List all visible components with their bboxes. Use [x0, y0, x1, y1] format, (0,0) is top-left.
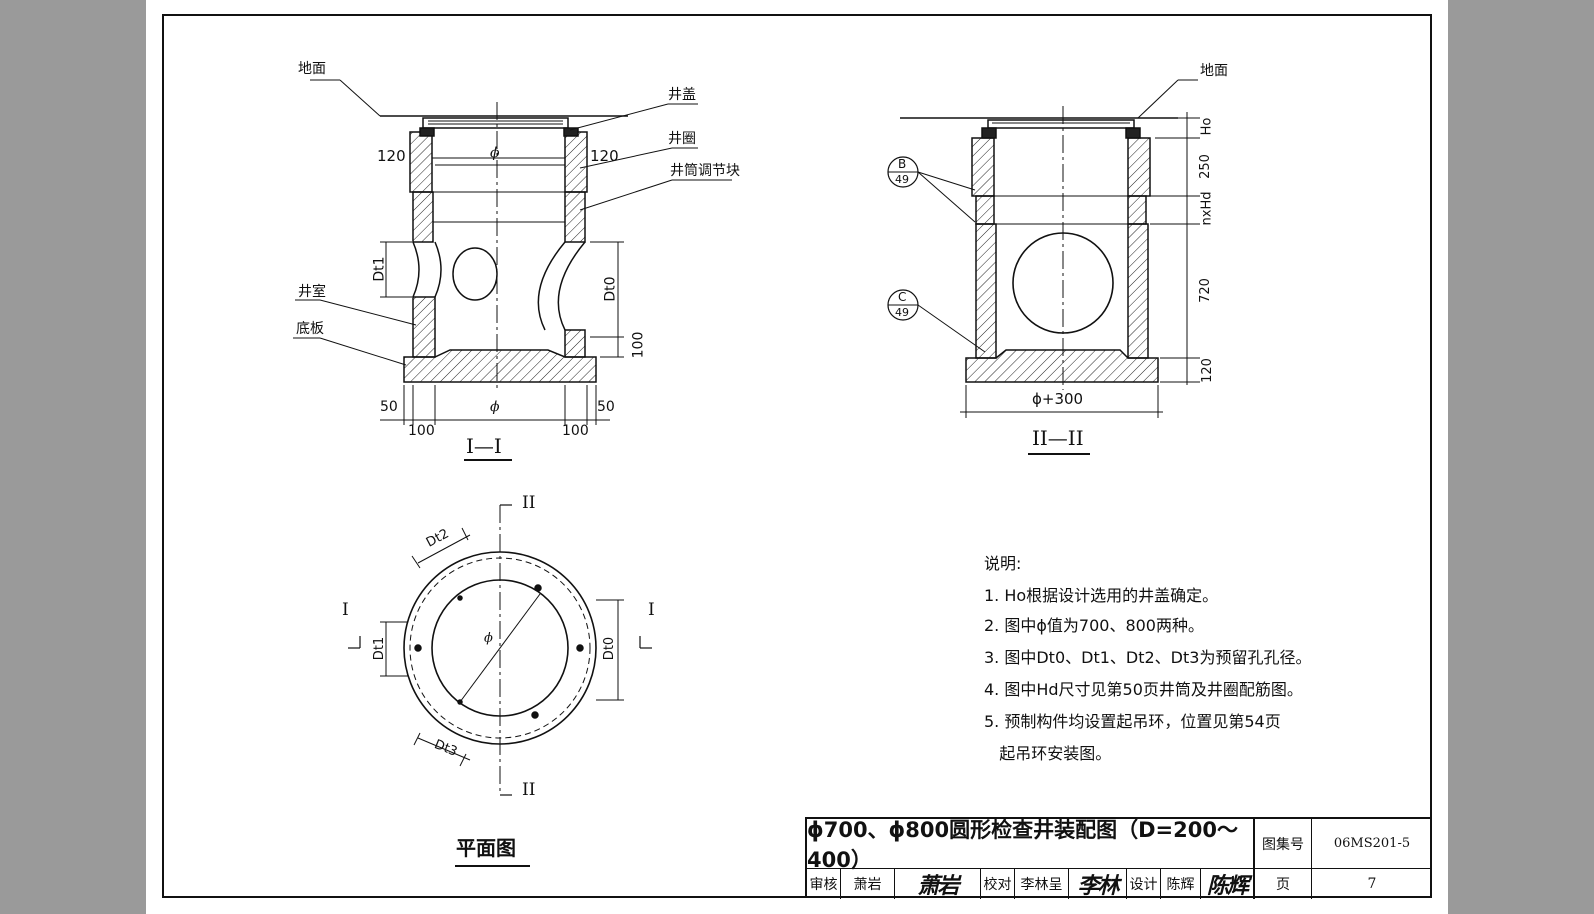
review-signature: 萧岩: [895, 869, 981, 899]
dim-dt1: Dt1: [371, 256, 388, 282]
check-label: 校对: [981, 869, 1015, 899]
plan-view: [348, 504, 652, 867]
dim-100-right: 100: [630, 331, 647, 359]
ref-c-page: 49: [895, 306, 909, 319]
dim-120-left: 120: [377, 147, 406, 165]
label-chamber: 井室: [298, 284, 326, 300]
label-adjust-block: 井筒调节块: [670, 163, 740, 179]
section-title-1: I—I: [466, 434, 502, 458]
section-title-2: II—II: [1032, 426, 1084, 450]
dim-120-right: 120: [590, 147, 619, 165]
dim-dt0: Dt0: [602, 276, 619, 302]
section-2-2-view: [887, 79, 1200, 455]
ref-b-page: 49: [895, 173, 909, 186]
plan-title: 平面图: [456, 836, 516, 860]
section-1-1-view: [293, 79, 732, 461]
note-item-1: 1. Ho根据设计选用的井盖确定。: [984, 586, 1219, 605]
note-item-2: 2. 图中ϕ值为700、800两种。: [984, 616, 1204, 635]
dim-100-left: 100: [408, 423, 435, 439]
page-label: 页: [1255, 869, 1312, 899]
plan-dim-dt1: Dt1: [372, 636, 388, 661]
dim-phi-top: ϕ: [490, 145, 500, 161]
design-name: 陈辉: [1161, 869, 1201, 899]
atlas-number: 06MS201-5: [1312, 819, 1432, 869]
label-cover: 井盖: [668, 87, 696, 103]
design-signature: 陈辉: [1201, 869, 1255, 899]
plan-cut-II-bottom: II: [522, 780, 536, 800]
drawing-frame: [162, 14, 1432, 898]
dim-100-bottom-right: 100: [562, 423, 589, 439]
check-signature: 李林: [1069, 869, 1127, 899]
dim-720: 720: [1197, 278, 1213, 303]
review-name: 萧岩: [841, 869, 895, 899]
dim-n-hd: nxHd: [1199, 191, 1215, 226]
dim-120-r: 120: [1199, 358, 1215, 383]
dim-250: 250: [1197, 154, 1213, 179]
plan-cut-I-right: I: [648, 600, 655, 620]
label-ground-right: 地面: [1200, 63, 1228, 79]
note-item-5-cont: 起吊环安装图。: [984, 744, 1112, 763]
ref-b-letter: B: [898, 157, 907, 171]
dim-phi-bottom: ϕ: [490, 399, 500, 415]
check-name: 李林呈: [1015, 869, 1069, 899]
plan-dim-dt0: Dt0: [602, 636, 618, 661]
drawing-title: ϕ700、ϕ800圆形检查井装配图（D=200～400）: [807, 818, 1255, 872]
plan-cut-I-left: I: [342, 600, 349, 620]
page-number: 7: [1367, 876, 1377, 892]
dim-50-right: 50: [597, 399, 615, 415]
note-item-4: 4. 图中Hd尺寸见第50页井筒及井圈配筋图。: [984, 680, 1303, 699]
review-label: 审核: [807, 869, 841, 899]
notes-heading: 说明:: [984, 554, 1022, 573]
dim-ho: Ho: [1199, 117, 1215, 136]
atlas-label: 图集号: [1255, 819, 1312, 869]
drawing-sheet: [146, 0, 1448, 914]
plan-dim-phi: ϕ: [484, 631, 493, 646]
ref-c-letter: C: [898, 290, 907, 304]
label-base-plate: 底板: [296, 321, 324, 337]
dim-50-left: 50: [380, 399, 398, 415]
title-block: ϕ700、ϕ800圆形检查井装配图（D=200～400） 图集号 06MS201…: [805, 817, 1432, 899]
note-item-5: 5. 预制构件均设置起吊环，位置见第54页: [984, 712, 1281, 731]
label-ring: 井圈: [668, 131, 696, 147]
dim-phi-300: ϕ+300: [1032, 390, 1084, 408]
note-item-3: 3. 图中Dt0、Dt1、Dt2、Dt3为预留孔孔径。: [984, 648, 1312, 667]
design-label: 设计: [1127, 869, 1161, 899]
label-ground-left: 地面: [298, 61, 326, 77]
plan-cut-II-top: II: [522, 493, 536, 513]
